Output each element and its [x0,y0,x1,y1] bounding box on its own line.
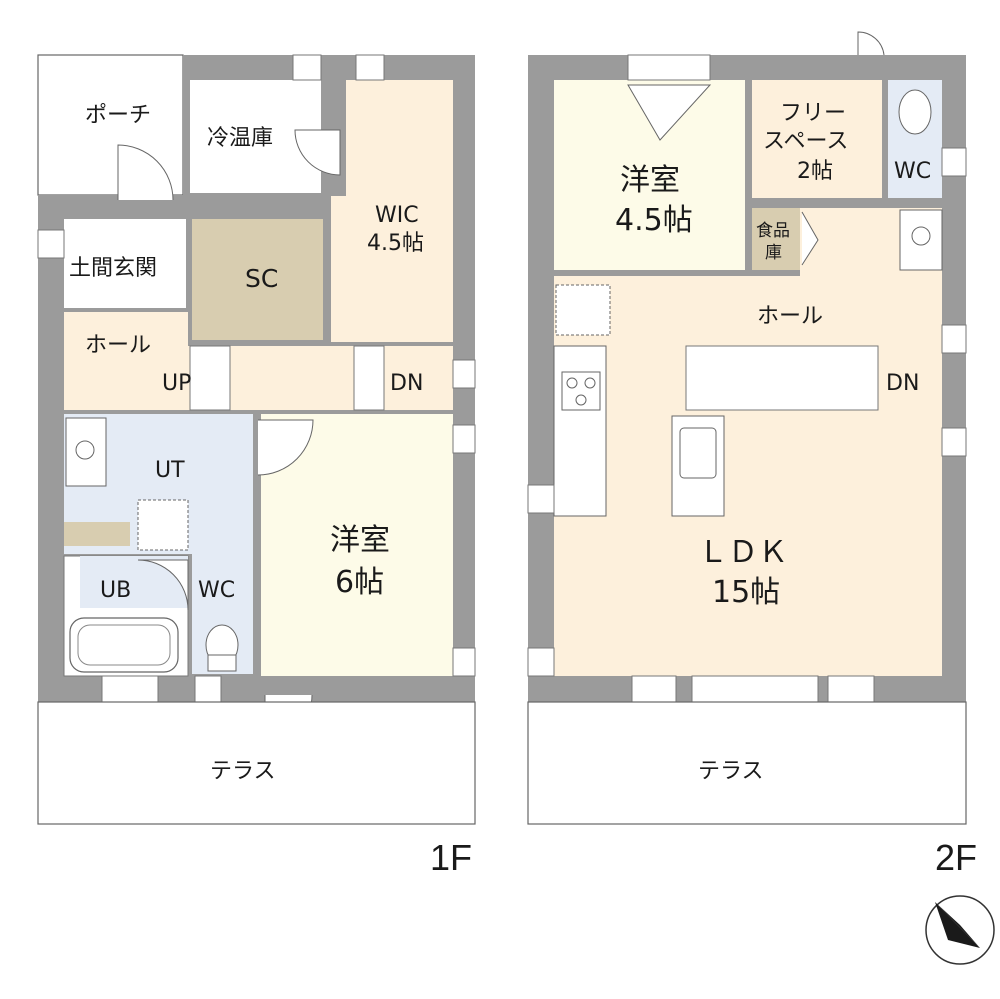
label-porch: ポーチ [85,103,151,128]
bedroom1-door [257,419,314,476]
balcony-door-top [857,31,885,56]
cold-storage-door [294,129,341,176]
label-free-line1: フリー [780,101,846,126]
label-dn-1f: DN [390,371,423,396]
label-ut: UT [155,458,185,483]
toilet-1f-tank [207,654,237,672]
label-sc: SC [245,264,278,293]
stairs-up [189,345,231,411]
terrace-1f [37,701,476,825]
window-right-1 [452,359,476,389]
window2-bottom-3 [827,675,875,703]
sc-area [192,219,323,340]
washbasin [65,417,107,487]
window2-right-3 [941,427,967,457]
label-dn-2f: DN [886,371,919,396]
stairs-dn [353,345,385,411]
window2-right-2 [941,324,967,354]
window2-bottom-1 [691,675,819,703]
bathtub-inner [77,624,171,666]
stairs2 [685,345,879,411]
cooktop [561,371,601,411]
label-bedroom1-size: 6帖 [335,565,384,600]
label-entrance: 土間玄関 [69,256,157,281]
hall-area [64,312,188,410]
label-terrace-2f: テラス [698,759,764,784]
sink [679,427,717,479]
washbasin-2f-bowl [911,226,931,246]
washbasin-2f [899,209,943,271]
label-wic-size: 4.5帖 [367,231,424,256]
pantry-area [752,208,800,270]
label-free-size: 2帖 [797,159,833,184]
label-up: UP [162,371,191,396]
window-left-1 [37,229,65,259]
wic-area-lower [331,196,453,342]
label-pantry-line1: 食品 [756,221,790,241]
label-cold-storage: 冷温庫 [207,126,273,151]
hall2-area [554,276,942,346]
label-ub: UB [100,578,131,603]
washbasin-bowl [75,440,95,460]
label-wc-2f: WC [894,159,931,184]
entrance-area [64,219,186,308]
window2-left-2 [527,647,555,677]
label-bedroom2-size: 4.5帖 [615,203,693,238]
label-bedroom1-name: 洋室 [330,523,390,558]
window-top-2 [355,54,385,81]
label-floor-1f: 1F [430,837,472,878]
window2-left-1 [527,484,555,514]
wc-door [137,559,189,611]
compass-icon [925,895,995,965]
burner-1 [566,377,578,389]
label-ldk-name: ＬＤＫ [698,535,788,570]
bathtub [69,617,179,673]
label-floor-2f: 2F [935,837,977,878]
porch-door [117,144,174,201]
label-pantry-line2: 庫 [765,243,782,263]
label-wic-name: WIC [375,203,419,228]
window2-top-1 [627,54,711,81]
window2-right-1 [941,147,967,177]
label-bedroom2-name: 洋室 [620,163,680,198]
pantry-door [801,211,819,266]
burner-2 [584,377,596,389]
window-bottom-1 [101,675,159,703]
ut-shelf [64,522,130,546]
bedroom2-door [627,84,712,141]
free-space-area [752,80,882,198]
window-top-1 [292,54,322,81]
window2-bottom-2 [631,675,677,703]
label-free-line2: スペース [763,129,848,154]
label-hall-1f: ホール [85,333,151,358]
burner-3 [575,394,587,406]
label-terrace-1f: テラス [210,759,276,784]
label-wc-1f: WC [198,578,235,603]
fridge-space [555,284,611,336]
label-ldk-size: 15帖 [712,575,780,610]
terrace-2f [527,701,967,825]
toilet-2f [898,89,932,135]
floor-2: 洋室 4.5帖 フリー スペース 2帖 WC 食品 庫 ホール DN ＬＤＫ 1… [527,31,977,878]
window-bottom-2 [194,675,222,703]
label-hall-2f: ホール [757,304,823,329]
hall-corridor [188,346,453,410]
shower-tray [137,499,189,551]
window-right-2 [452,424,476,454]
window-right-3 [452,647,476,677]
floor-1: ポーチ 冷温庫 WIC 4.5帖 土間玄関 SC ホール UP DN UT UB… [37,54,476,878]
